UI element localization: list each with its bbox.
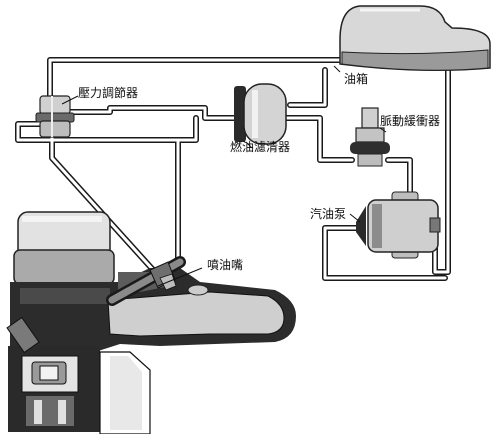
- fuel-pump: [356, 191, 441, 259]
- air-cleaner: [13, 211, 115, 285]
- fuel-tank: [339, 5, 491, 71]
- label-injector: 噴油嘴: [207, 258, 244, 272]
- label-pressure-regulator: 壓力調節器: [78, 86, 139, 100]
- label-fuel-pump: 汽油泵: [310, 207, 347, 221]
- label-fuel-tank: 油箱: [344, 72, 369, 86]
- engine-block: [6, 316, 151, 435]
- pulsation-damper: [350, 107, 390, 167]
- pressure-regulator: [35, 95, 75, 138]
- intake-manifold: [10, 268, 296, 370]
- label-pulsation-damper: 脈動緩衝器: [380, 114, 441, 128]
- fuel-filter: [234, 83, 287, 145]
- label-fuel-filter: 燃油濾清器: [230, 140, 291, 154]
- leader-lines: [61, 65, 387, 287]
- fuel-lines: [15, 57, 451, 281]
